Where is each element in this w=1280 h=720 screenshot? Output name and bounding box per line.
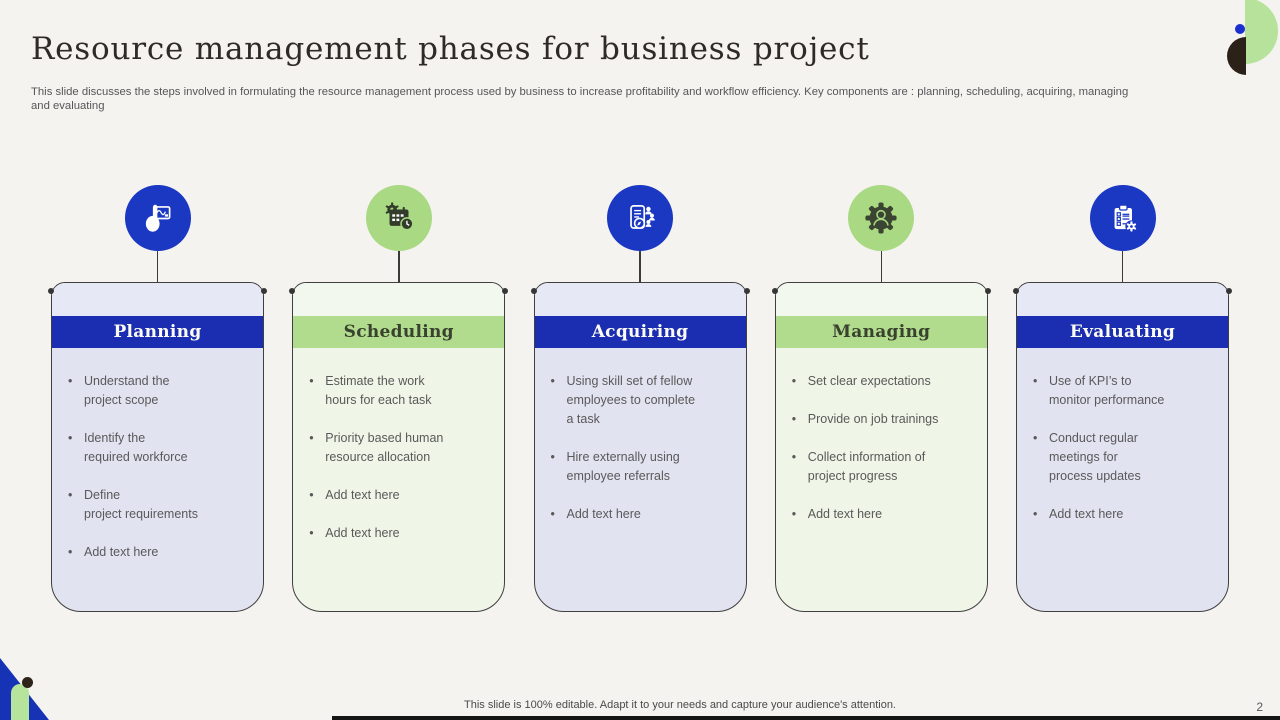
connector-dot (1013, 288, 1019, 294)
bullet-item: Hire externally using employee referrals (550, 448, 738, 486)
card-title: Planning (52, 316, 263, 348)
connector-dot (48, 288, 54, 294)
logo-green-halfcircle (1245, 0, 1278, 64)
bullet-item: Use of KPI’s to monitor performance (1032, 372, 1220, 410)
bullet-item: Identify the required workforce (67, 429, 255, 467)
slide-description: This slide discusses the steps involved … (31, 86, 1129, 112)
bullet-list: Estimate the work hours for each task Pr… (308, 372, 496, 543)
bullet-list: Understand the project scope Identify th… (67, 372, 255, 562)
clipboard-gear-icon (1089, 185, 1156, 251)
recruitment-phone-icon (607, 185, 673, 251)
connector-line (1121, 251, 1124, 282)
connector-line (398, 251, 400, 282)
bullet-item: Add text here (308, 524, 496, 543)
connector-line (880, 251, 882, 282)
connector-dot (502, 288, 509, 294)
bullet-item: Understand the project scope (67, 372, 255, 410)
icon-column-planning (51, 185, 264, 282)
icon-column-scheduling (292, 185, 505, 282)
bullet-list: Use of KPI’s to monitor performance Cond… (1032, 372, 1220, 524)
card-title: Acquiring (534, 316, 746, 348)
connector-dot (984, 288, 991, 294)
connector-line (639, 251, 641, 282)
corner-green-capsule (11, 684, 29, 720)
footer-note: This slide is 100% editable. Adapt it to… (464, 699, 896, 711)
card-title: Scheduling (293, 316, 505, 348)
bullet-item: Estimate the work hours for each task (308, 372, 496, 410)
connector-dot (1226, 288, 1232, 294)
corner-brown-dot (22, 677, 33, 688)
connector-dot (261, 288, 267, 294)
phase-card-acquiring: Acquiring Using skill set of fellow empl… (530, 282, 750, 612)
card-top-strip (775, 283, 987, 316)
logo-blue-dot (1235, 24, 1245, 34)
card-top-strip (534, 283, 746, 316)
bullet-item: Conduct regular meetings for process upd… (1032, 429, 1220, 486)
icon-column-acquiring (534, 185, 747, 282)
connector-line (156, 251, 159, 282)
calendar-clock-icon (365, 185, 432, 251)
page-number: 2 (1256, 700, 1263, 714)
phase-cards-row: Planning Understand the project scope Id… (48, 282, 1232, 612)
logo-dark-halfcircle (1227, 37, 1246, 75)
icon-column-managing (775, 185, 988, 282)
bullet-item: Add text here (550, 505, 738, 524)
card-title: Managing (775, 316, 987, 348)
bullet-item: Set clear expectations (791, 372, 979, 391)
phase-card-managing: Managing Set clear expectations Provide … (771, 282, 991, 612)
bottom-dark-bar (332, 716, 1280, 720)
planning-hand-icon (124, 185, 191, 251)
page-title: Resource management phases for business … (31, 31, 870, 67)
connector-dot (771, 288, 778, 294)
phase-card-planning: Planning Understand the project scope Id… (48, 282, 267, 612)
bullet-item: Add text here (791, 505, 979, 524)
icon-column-evaluating (1016, 185, 1229, 282)
gear-person-icon (848, 185, 915, 251)
card-top-strip (293, 283, 505, 316)
card-top-strip (52, 283, 263, 316)
bullet-item: Provide on job trainings (791, 410, 979, 429)
connector-dot (289, 288, 296, 294)
bullet-item: Define project requirements (67, 486, 255, 524)
bullet-item: Using skill set of fellow employees to c… (550, 372, 738, 429)
bullet-item: Add text here (67, 543, 255, 562)
phase-card-scheduling: Scheduling Estimate the work hours for e… (289, 282, 509, 612)
bullet-item: Add text here (1032, 505, 1220, 524)
phase-icons-row (51, 185, 1229, 282)
bullet-list: Using skill set of fellow employees to c… (550, 372, 738, 524)
bullet-item: Priority based human resource allocation (308, 429, 496, 467)
card-top-strip (1017, 283, 1228, 316)
connector-dot (743, 288, 750, 294)
bullet-list: Set clear expectations Provide on job tr… (791, 372, 979, 524)
bullet-item: Collect information of project progress (791, 448, 979, 486)
bullet-item: Add text here (308, 486, 496, 505)
phase-card-evaluating: Evaluating Use of KPI’s to monitor perfo… (1013, 282, 1232, 612)
connector-dot (530, 288, 537, 294)
card-title: Evaluating (1017, 316, 1228, 348)
